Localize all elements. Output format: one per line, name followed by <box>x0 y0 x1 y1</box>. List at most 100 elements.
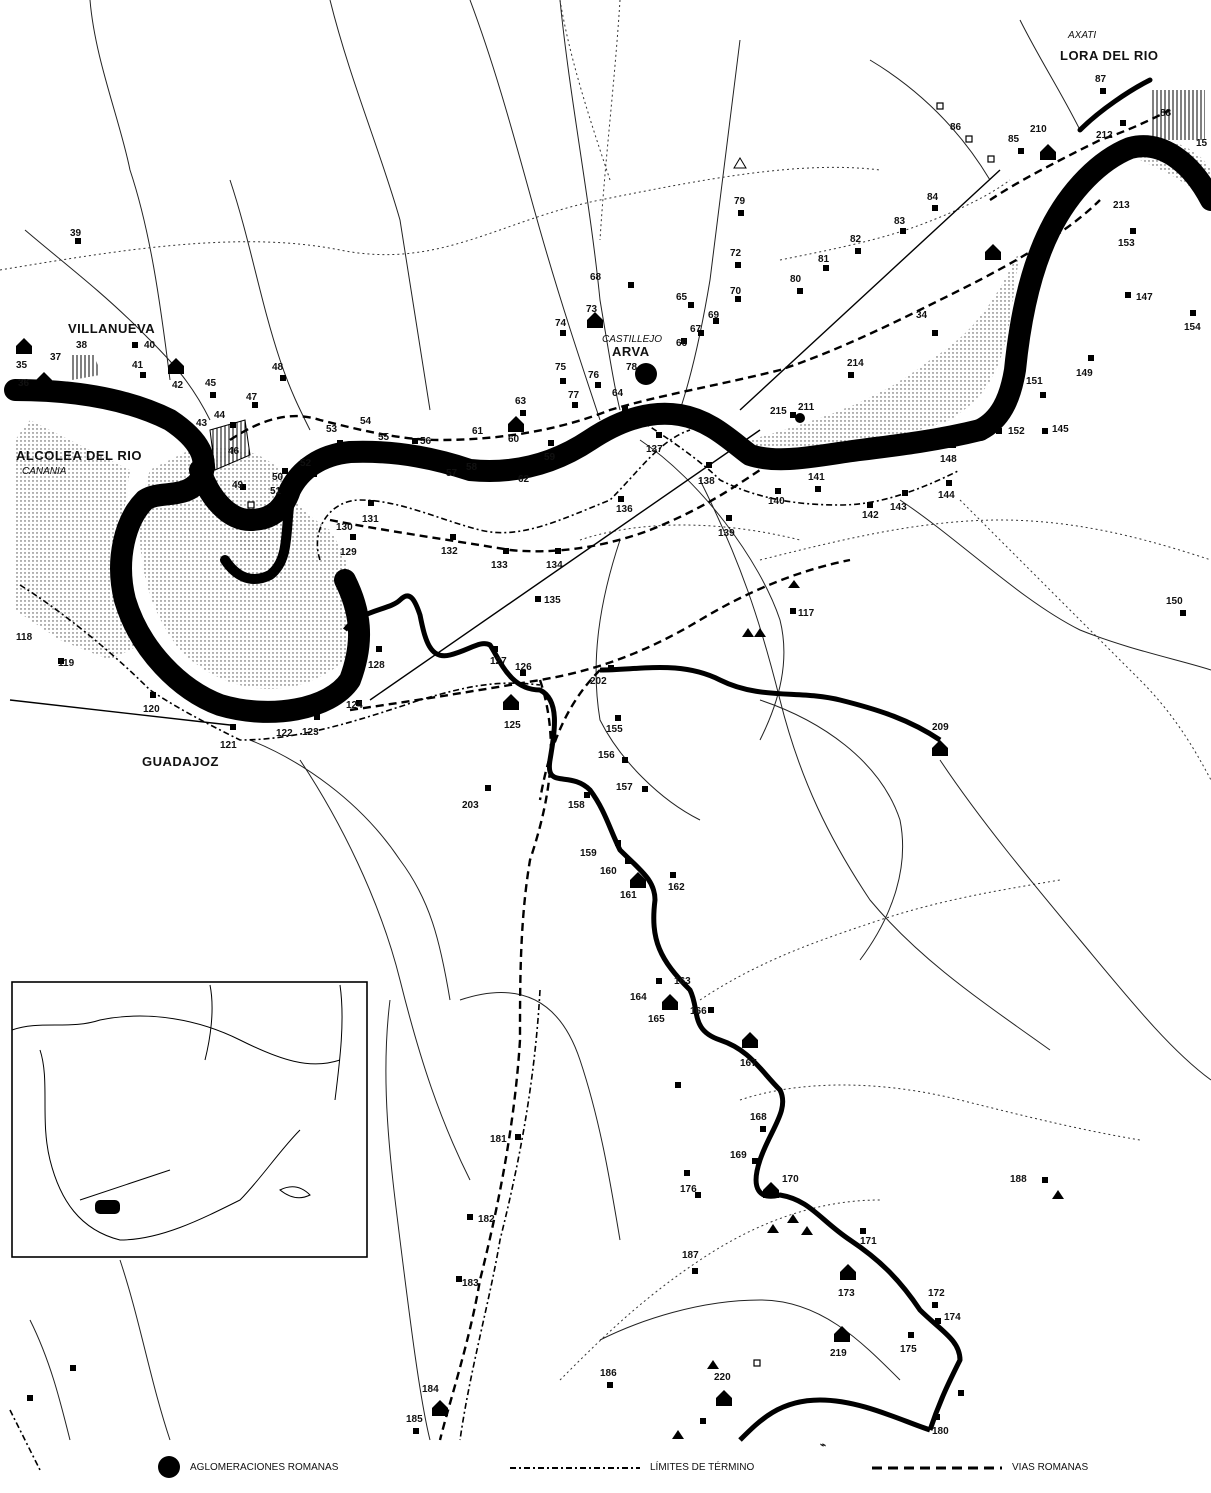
streams <box>24 0 1211 1441</box>
svg-text:52: 52 <box>300 458 312 469</box>
svg-text:126: 126 <box>515 662 532 673</box>
svg-text:144: 144 <box>938 490 955 501</box>
svg-text:35: 35 <box>16 360 28 371</box>
svg-text:188: 188 <box>1010 1174 1027 1185</box>
dashed-line-icon <box>872 1466 1002 1469</box>
svg-text:60: 60 <box>508 434 520 445</box>
svg-text:59: 59 <box>544 452 556 463</box>
svg-text:54: 54 <box>360 416 372 427</box>
svg-text:133: 133 <box>491 560 508 571</box>
svg-text:166: 166 <box>690 1006 707 1017</box>
inset-map <box>11 981 368 1258</box>
dotted-paths <box>0 0 1211 1381</box>
svg-text:77: 77 <box>568 390 580 401</box>
axati-label: AXATI <box>1067 30 1096 41</box>
svg-text:63: 63 <box>515 396 527 407</box>
house-markers <box>16 144 1056 1416</box>
svg-text:143: 143 <box>890 502 907 513</box>
svg-text:37: 37 <box>50 352 62 363</box>
svg-text:125: 125 <box>504 720 521 731</box>
svg-text:69: 69 <box>708 310 720 321</box>
svg-text:173: 173 <box>838 1288 855 1299</box>
svg-text:57: 57 <box>446 468 458 479</box>
svg-text:157: 157 <box>616 782 633 793</box>
svg-text:79: 79 <box>734 196 746 207</box>
svg-text:168: 168 <box>750 1112 767 1123</box>
svg-text:164: 164 <box>630 992 647 1003</box>
svg-text:137: 137 <box>646 444 663 455</box>
svg-text:58: 58 <box>466 462 478 473</box>
svg-text:187: 187 <box>682 1250 699 1261</box>
svg-text:165: 165 <box>648 1014 665 1025</box>
svg-text:46: 46 <box>228 446 240 457</box>
dash-plus-line-icon <box>510 1466 640 1469</box>
svg-text:82: 82 <box>850 234 862 245</box>
svg-text:45: 45 <box>205 378 217 389</box>
svg-text:181: 181 <box>490 1134 507 1145</box>
svg-text:184: 184 <box>422 1384 439 1395</box>
svg-text:41: 41 <box>132 360 144 371</box>
svg-text:182: 182 <box>478 1214 495 1225</box>
svg-text:117: 117 <box>798 608 815 619</box>
svg-text:215: 215 <box>770 406 787 417</box>
svg-text:50: 50 <box>272 472 284 483</box>
svg-text:185: 185 <box>406 1414 423 1425</box>
svg-text:163: 163 <box>674 976 691 987</box>
roman-roads <box>229 108 1171 1441</box>
svg-text:150: 150 <box>1166 596 1183 607</box>
svg-text:124: 124 <box>346 700 363 711</box>
svg-text:132: 132 <box>441 546 458 557</box>
guadajoz-river <box>343 593 963 1442</box>
svg-text:49: 49 <box>232 480 244 491</box>
svg-text:78: 78 <box>626 362 638 373</box>
svg-text:214: 214 <box>847 358 864 369</box>
svg-text:172: 172 <box>928 1288 945 1299</box>
svg-text:128: 128 <box>368 660 385 671</box>
svg-text:68: 68 <box>590 272 602 283</box>
svg-text:162: 162 <box>668 882 685 893</box>
svg-text:134: 134 <box>546 560 563 571</box>
svg-text:62: 62 <box>518 474 530 485</box>
svg-text:130: 130 <box>336 522 353 533</box>
castillejo-label: CASTILLEJO <box>602 334 662 345</box>
svg-text:180: 180 <box>932 1426 949 1437</box>
svg-text:131: 131 <box>362 514 379 525</box>
svg-text:155: 155 <box>606 724 623 735</box>
svg-text:38: 38 <box>76 340 88 351</box>
svg-text:202: 202 <box>590 676 607 687</box>
legend-vias: VIAS ROMANAS <box>872 1462 1088 1473</box>
svg-text:81: 81 <box>818 254 830 265</box>
svg-text:209: 209 <box>932 722 949 733</box>
svg-text:169: 169 <box>730 1150 747 1161</box>
svg-text:36: 36 <box>18 378 30 389</box>
svg-text:138: 138 <box>698 476 715 487</box>
svg-text:44: 44 <box>214 410 226 421</box>
svg-text:139: 139 <box>718 528 735 539</box>
svg-text:75: 75 <box>555 362 567 373</box>
svg-text:80: 80 <box>790 274 802 285</box>
svg-text:87: 87 <box>1095 74 1107 85</box>
svg-text:74: 74 <box>555 318 567 329</box>
svg-text:151: 151 <box>1026 376 1043 387</box>
svg-text:160: 160 <box>600 866 617 877</box>
municipal-boundaries <box>9 419 961 1471</box>
floodplain-areas <box>15 139 1211 689</box>
svg-text:86: 86 <box>950 122 962 133</box>
svg-text:154: 154 <box>1184 322 1201 333</box>
svg-text:167: 167 <box>740 1058 757 1069</box>
svg-text:51: 51 <box>270 486 282 497</box>
svg-text:129: 129 <box>340 547 357 558</box>
svg-text:152: 152 <box>1008 426 1025 437</box>
svg-text:66: 66 <box>676 338 688 349</box>
open-site-markers <box>247 102 995 1367</box>
svg-text:48: 48 <box>272 362 284 373</box>
site-markers <box>27 88 1196 1434</box>
alcolea-label: ALCOLEA DEL RIO <box>16 448 142 463</box>
svg-text:76: 76 <box>588 370 600 381</box>
svg-text:176: 176 <box>680 1184 697 1195</box>
svg-text:213: 213 <box>1113 200 1130 211</box>
arva-agglomeration-icon <box>635 363 657 385</box>
svg-text:123: 123 <box>302 727 319 738</box>
svg-text:⌁: ⌁ <box>820 1440 826 1451</box>
